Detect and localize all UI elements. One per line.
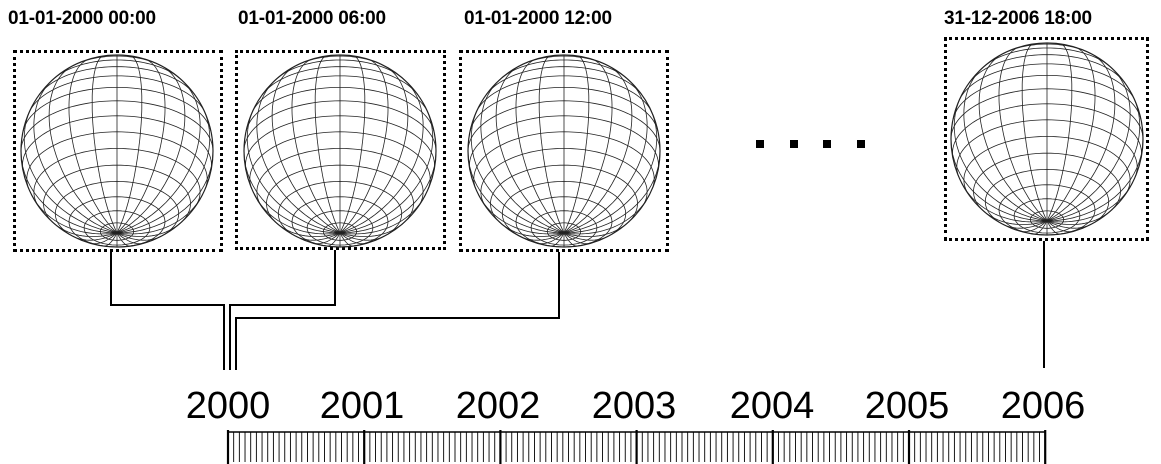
ellipsis-dot bbox=[823, 140, 831, 148]
snapshot-label-2: 01-01-2000 06:00 bbox=[238, 8, 386, 29]
year-label: 2000 bbox=[185, 385, 271, 427]
snapshot-label-4: 31-12-2006 18:00 bbox=[944, 8, 1092, 29]
globe-icon bbox=[467, 54, 661, 248]
connector-line bbox=[229, 250, 336, 370]
snapshot-frame-3 bbox=[459, 50, 669, 252]
globe-icon bbox=[243, 54, 437, 248]
ellipsis-dot bbox=[756, 140, 764, 148]
globe-icon bbox=[950, 42, 1144, 236]
year-label: 2001 bbox=[319, 385, 405, 427]
snapshot-frame-1 bbox=[13, 50, 223, 252]
year-label: 2005 bbox=[864, 385, 950, 427]
connector-line bbox=[110, 252, 225, 370]
globe-icon bbox=[20, 54, 214, 248]
year-label: 2002 bbox=[455, 385, 541, 427]
snapshot-frame-2 bbox=[235, 50, 446, 250]
snapshot-frame-4 bbox=[944, 37, 1149, 241]
year-label: 2004 bbox=[729, 385, 815, 427]
snapshot-label-1: 01-01-2000 00:00 bbox=[8, 8, 156, 29]
ellipsis-dot bbox=[790, 140, 798, 148]
ellipsis-dot bbox=[857, 140, 865, 148]
year-label: 2006 bbox=[1000, 385, 1086, 427]
year-label: 2003 bbox=[591, 385, 677, 427]
timeline-ruler bbox=[226, 430, 1047, 464]
connector-line bbox=[235, 252, 560, 370]
snapshot-label-3: 01-01-2000 12:00 bbox=[464, 8, 612, 29]
